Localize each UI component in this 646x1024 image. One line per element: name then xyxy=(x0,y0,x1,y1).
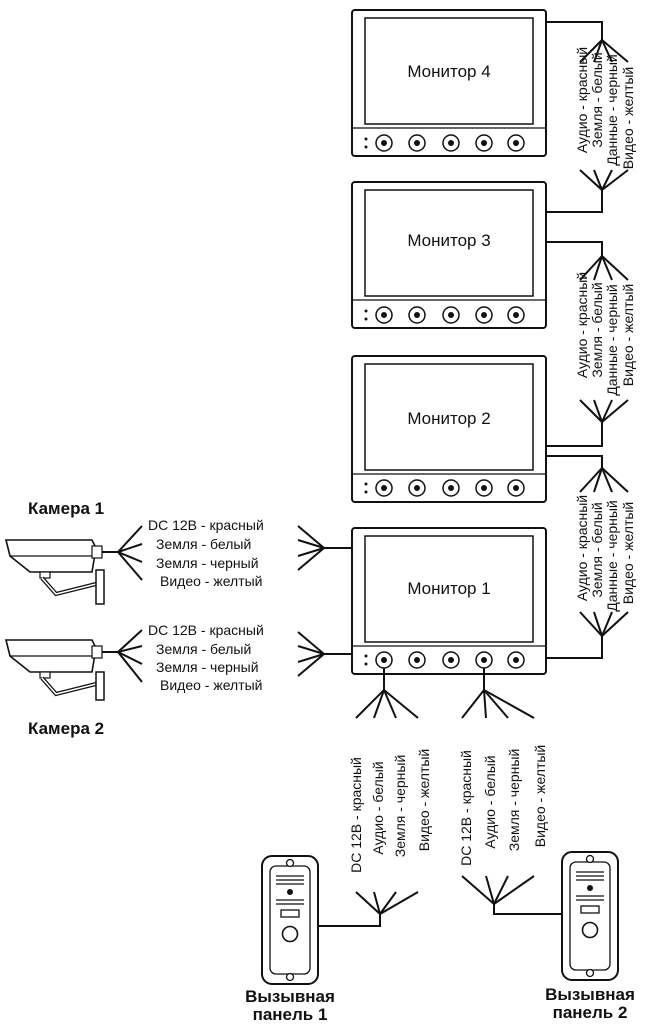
bus-wire-label: Земля - белый xyxy=(589,502,605,597)
bus-wire-label: Земля - белый xyxy=(589,282,605,377)
panel-1-wire-label: DC 12В - красный xyxy=(348,757,364,873)
camera-1-wire-label: Земля - белый xyxy=(156,536,251,552)
monitor-4-label: Монитор 4 xyxy=(407,62,490,81)
bus-2-1-wire-labels: Аудио - красный Земля - белый Данные - ч… xyxy=(574,495,636,612)
bus-wire-label: Видео - желтый xyxy=(620,67,636,170)
bus-3-2-wire-labels: Аудио - красный Земля - белый Данные - ч… xyxy=(574,272,636,396)
bus-wire-label: Данные - черный xyxy=(604,500,620,612)
panel-2-wire-label: Аудио - белый xyxy=(482,755,498,848)
camera-2-wire-label: Земля - черный xyxy=(156,659,259,675)
bus-wire-label: Аудио - красный xyxy=(574,495,590,601)
camera-2-title: Камера 2 xyxy=(28,719,104,738)
panel-1-wire-label: Видео - желтый xyxy=(416,749,432,852)
call-panel-2: Вызывная панель 2 xyxy=(545,851,635,1022)
bus-4-3-wire-labels: Аудио - красный Земля - белый Данные - ч… xyxy=(574,47,636,169)
bus-3-2: Аудио - красный Земля - белый Данные - ч… xyxy=(546,241,636,447)
monitor-2-label: Монитор 2 xyxy=(407,409,490,428)
panel-1-label-line2: панель 1 xyxy=(253,1005,328,1024)
monitor-4: Монитор 4 xyxy=(351,9,547,157)
monitor-3-label: Монитор 3 xyxy=(407,231,490,250)
panel-1-wiring: DC 12В - красный Аудио - белый Земля - ч… xyxy=(318,668,432,927)
call-panel-1: Вызывная панель 1 xyxy=(245,855,335,1024)
camera-1-title: Камера 1 xyxy=(28,499,104,518)
panel-2-wire-label: Видео - желтый xyxy=(532,745,548,848)
bus-wire-label: Видео - желтый xyxy=(620,284,636,387)
bus-wire-label: Аудио - красный xyxy=(574,47,590,153)
camera-2: DC 12В - красный Земля - белый Земля - ч… xyxy=(4,622,352,738)
camera-2-icon xyxy=(4,639,105,701)
bus-wire-label: Данные - черный xyxy=(604,54,620,166)
panel-2-wire-label: Земля - черный xyxy=(506,749,522,852)
camera-2-wire-label: DC 12В - красный xyxy=(148,622,264,638)
panel-2-wiring: DC 12В - красный Аудио - белый Земля - ч… xyxy=(458,668,562,915)
camera-1: Камера 1 DC 12В - красный Земля - белый … xyxy=(4,499,352,605)
camera-2-wire-label: Видео - желтый xyxy=(160,677,263,693)
panel-2-label-line2: панель 2 xyxy=(553,1003,628,1022)
monitor-1: Монитор 1 xyxy=(351,527,547,675)
bus-wire-label: Аудио - красный xyxy=(574,272,590,378)
camera-2-wire-label: Земля - белый xyxy=(156,641,251,657)
monitor-3-buttons xyxy=(364,306,525,324)
monitor-2-buttons xyxy=(364,479,525,497)
panel-1-wire-label: Аудио - белый xyxy=(370,761,386,854)
bus-wire-label: Видео - желтый xyxy=(620,502,636,605)
monitor-2: Монитор 2 xyxy=(351,355,547,503)
monitor-4-buttons xyxy=(364,134,525,152)
monitor-3: Монитор 3 xyxy=(351,181,547,329)
monitor-1-label: Монитор 1 xyxy=(407,579,490,598)
bus-wire-label: Земля - белый xyxy=(589,52,605,147)
monitor-1-buttons xyxy=(364,651,525,669)
camera-1-wire-label: DC 12В - красный xyxy=(148,517,264,533)
bus-4-3: Аудио - красный Земля - белый Данные - ч… xyxy=(546,21,636,213)
panel-1-label-line1: Вызывная xyxy=(245,987,335,1006)
panel-1-wire-label: Земля - черный xyxy=(392,755,408,858)
camera-1-icon xyxy=(4,539,105,605)
camera-1-wire-label: Видео - желтый xyxy=(160,573,263,589)
bus-wire-label: Данные - черный xyxy=(604,284,620,396)
panel-2-label-line1: Вызывная xyxy=(545,985,635,1004)
panel-2-wire-label: DC 12В - красный xyxy=(458,750,474,866)
camera-1-wire-label: Земля - черный xyxy=(156,555,259,571)
bus-2-1: Аудио - красный Земля - белый Данные - ч… xyxy=(546,455,636,659)
